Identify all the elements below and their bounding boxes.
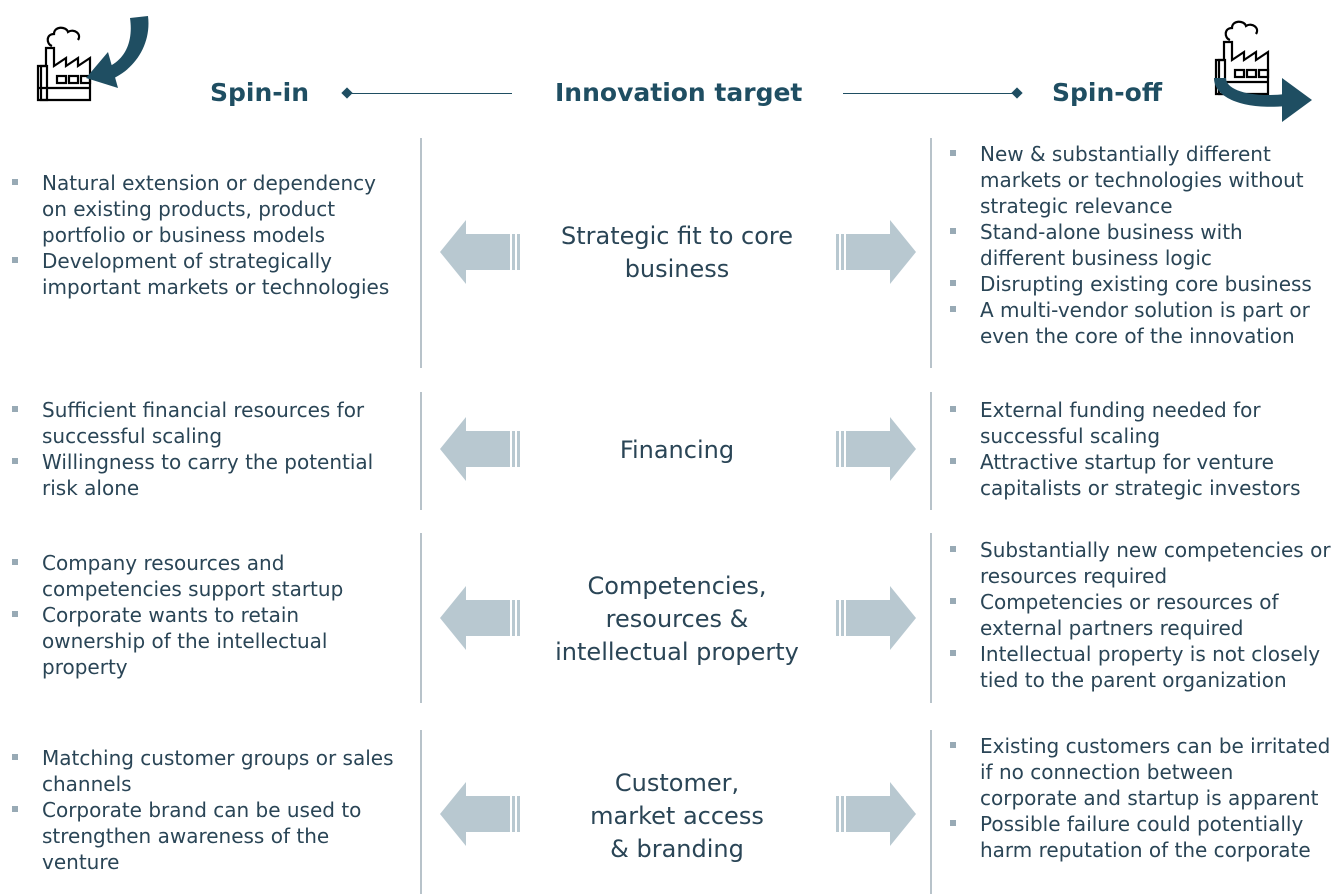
list-item: Corporate wants to retain ownership of t… [0, 602, 400, 680]
list-item: Existing customers can be irritated if n… [938, 733, 1334, 811]
spin-off-header: Spin-off [1052, 78, 1163, 107]
innovation-target-header: Innovation target [555, 78, 803, 107]
left-arrow-icon [440, 220, 520, 284]
criterion-competencies: Competencies, resources & intellectual p… [555, 572, 799, 666]
left-arrow-icon [440, 782, 520, 846]
list-item: Attractive startup for venture capitalis… [938, 449, 1334, 501]
list-item: Matching customer groups or sales channe… [0, 745, 400, 797]
list-item: Development of strategically important m… [0, 248, 400, 300]
spin-in-criteria-financing: Sufficient financial resources for succe… [0, 397, 400, 501]
list-item: A multi-vendor solution is part or even … [938, 297, 1334, 349]
right-separator-row-4 [930, 730, 932, 894]
left-separator-row-4 [420, 730, 422, 894]
spin-in-criteria-competencies: Company resources and competencies suppo… [0, 550, 400, 680]
spin-in-header: Spin-in [210, 78, 310, 107]
left-arrow-icon [440, 417, 520, 481]
list-item: Willingness to carry the potential risk … [0, 449, 400, 501]
list-item: Intellectual property is not closely tie… [938, 641, 1334, 693]
left-arrow-icon [440, 586, 520, 650]
spin-off-criteria-financing: External funding needed for successful s… [938, 397, 1334, 501]
list-item: Substantially new competencies or resour… [938, 537, 1334, 589]
list-item: Natural extension or dependency on exist… [0, 170, 400, 248]
criterion-customer: Customer, market access & branding [590, 769, 764, 863]
list-item: Disrupting existing core business [938, 271, 1334, 297]
criterion-strategic-fit: Strategic fit to core business [561, 222, 793, 283]
left-separator-row-1 [420, 138, 422, 368]
criterion-financing: Financing [619, 436, 735, 464]
right-separator-row-3 [930, 533, 932, 703]
spin-in-criteria-strategic-fit: Natural extension or dependency on exist… [0, 170, 400, 300]
list-item: Competencies or resources of external pa… [938, 589, 1334, 641]
right-connector-diamond [1011, 87, 1023, 99]
factory-spin-in-icon [30, 8, 155, 103]
list-item: Company resources and competencies suppo… [0, 550, 400, 602]
list-item: Stand-alone business with different busi… [938, 219, 1334, 271]
spin-off-criteria-customer: Existing customers can be irritated if n… [938, 733, 1334, 863]
spin-off-criteria-strategic-fit: New & substantially different markets or… [938, 141, 1334, 349]
right-connector-line [843, 93, 1017, 94]
left-connector-line [350, 93, 512, 94]
factory-spin-off-icon [1208, 20, 1333, 125]
spin-in-criteria-customer: Matching customer groups or sales channe… [0, 745, 400, 875]
spin-off-criteria-competencies: Substantially new competencies or resour… [938, 537, 1334, 693]
right-separator-row-1 [930, 138, 932, 368]
list-item: Corporate brand can be used to strengthe… [0, 797, 400, 875]
left-separator-row-2 [420, 392, 422, 510]
right-separator-row-2 [930, 392, 932, 510]
list-item: Possible failure could potentially harm … [938, 811, 1334, 863]
list-item: New & substantially different markets or… [938, 141, 1334, 219]
right-arrow-icon [836, 586, 916, 650]
right-arrow-icon [836, 782, 916, 846]
list-item: Sufficient financial resources for succe… [0, 397, 400, 449]
right-arrow-icon [836, 417, 916, 481]
left-separator-row-3 [420, 533, 422, 703]
list-item: External funding needed for successful s… [938, 397, 1334, 449]
right-arrow-icon [836, 220, 916, 284]
